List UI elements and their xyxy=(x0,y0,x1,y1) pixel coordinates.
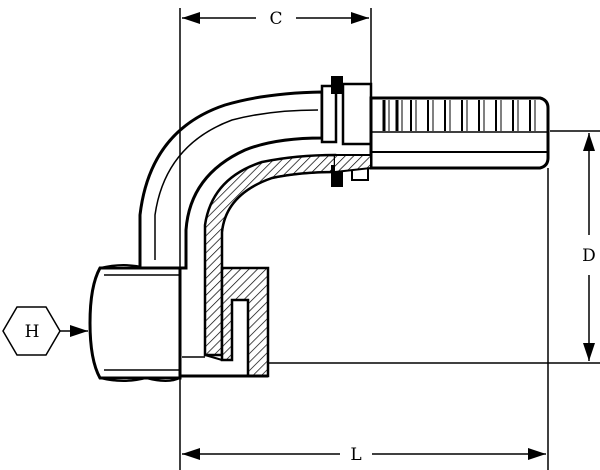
dimension-c: C xyxy=(179,8,372,268)
flange-collar xyxy=(320,76,373,187)
dimension-d-label: D xyxy=(582,246,596,266)
dimension-c-label: C xyxy=(269,9,282,29)
hose-tail xyxy=(334,96,550,173)
section-seat xyxy=(180,266,270,378)
dimension-l-label: L xyxy=(350,445,361,465)
dimension-l: L xyxy=(179,168,549,470)
dimension-d: D xyxy=(268,130,600,364)
hose-barbs xyxy=(382,100,536,131)
dimension-h-label: H xyxy=(25,322,40,342)
dimension-h: H xyxy=(2,306,88,356)
hex-nut xyxy=(88,264,182,382)
